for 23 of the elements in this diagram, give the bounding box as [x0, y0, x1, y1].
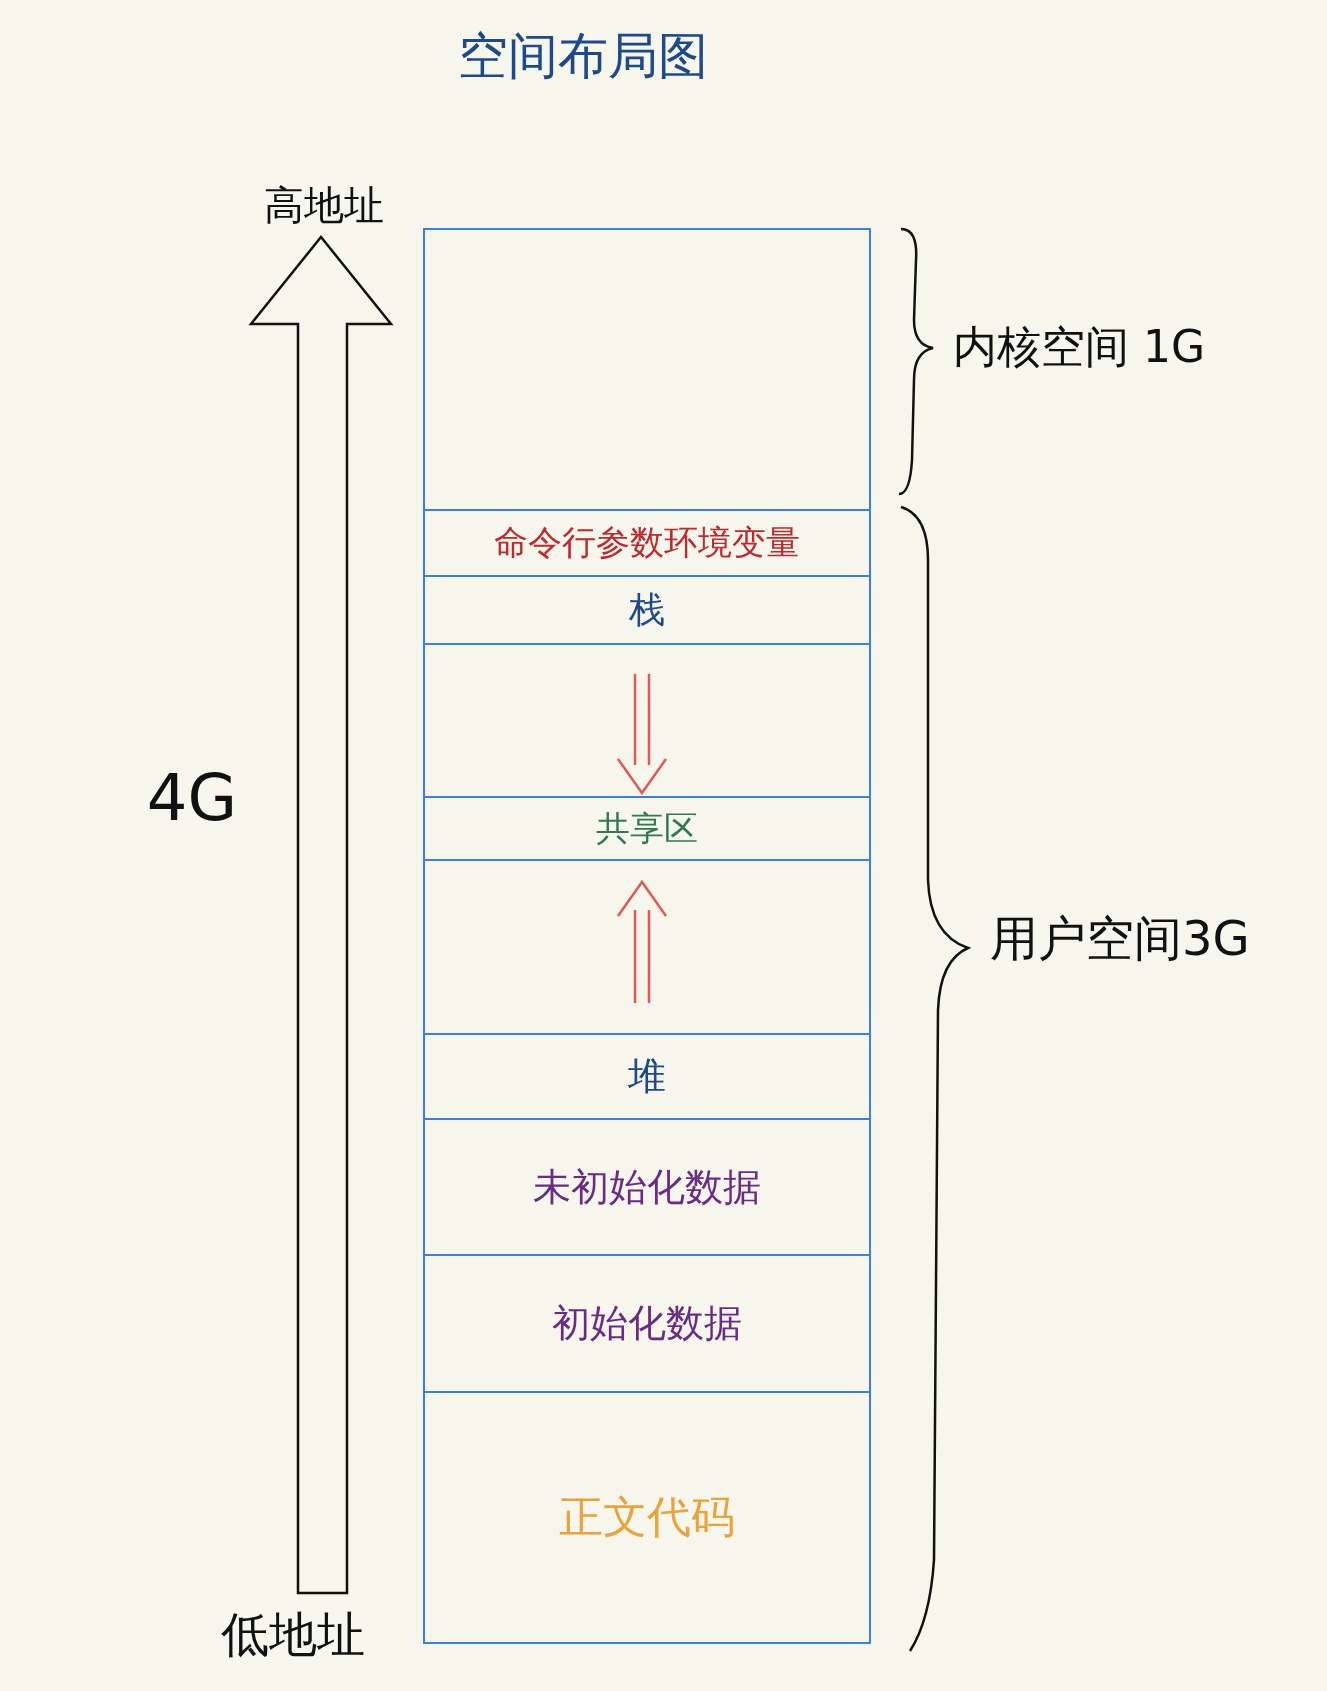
memory-segment — [423, 859, 871, 1035]
segment-label: 初始化数据 — [552, 1300, 742, 1347]
segment-label: 栈 — [629, 587, 665, 632]
address-label: 高地址 — [264, 180, 384, 230]
segment-label: 未初始化数据 — [533, 1163, 761, 1211]
segment-label: 命令行参数环境变量 — [494, 521, 800, 564]
memory-segment — [423, 509, 871, 577]
segment-label: 堆 — [628, 1053, 666, 1100]
memory-segment — [423, 575, 871, 645]
segment-label: 共享区 — [596, 806, 698, 850]
memory-segment — [423, 1033, 871, 1120]
memory-segment — [423, 1254, 871, 1393]
memory-segment — [423, 1118, 871, 1256]
memory-segment — [423, 228, 871, 511]
address-label: 低地址 — [221, 1605, 365, 1664]
segment-label: 正文代码 — [559, 1490, 735, 1544]
memory-segment — [423, 643, 871, 798]
memory-segment — [423, 796, 871, 861]
title: 空间布局图 — [458, 25, 708, 87]
size-label: 4G — [146, 761, 238, 835]
memory-segment — [423, 1391, 871, 1644]
region-label: 用户空间3G — [990, 909, 1250, 968]
region-label: 内核空间 1G — [953, 319, 1206, 374]
